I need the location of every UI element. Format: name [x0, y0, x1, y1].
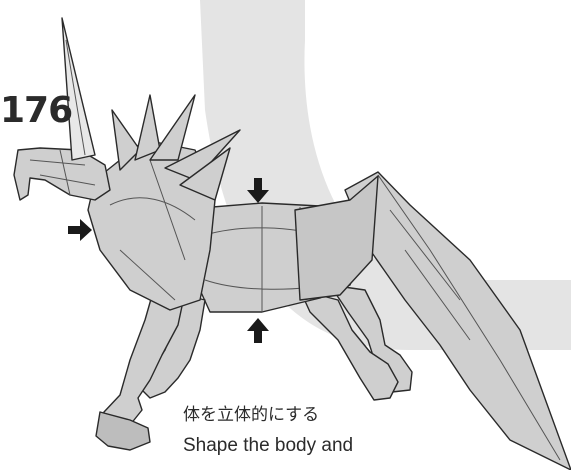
arrow-push-chest — [68, 219, 92, 241]
instruction-english: Shape the body and — [183, 432, 353, 460]
step-number: 176 — [0, 90, 72, 131]
instruction-caption: 体を立体的にする Shape the body and — [183, 404, 353, 460]
instruction-japanese: 体を立体的にする — [183, 404, 353, 426]
arrow-push-belly — [247, 318, 269, 343]
horn — [62, 18, 95, 160]
head — [14, 148, 110, 200]
front-hoof — [96, 412, 150, 450]
